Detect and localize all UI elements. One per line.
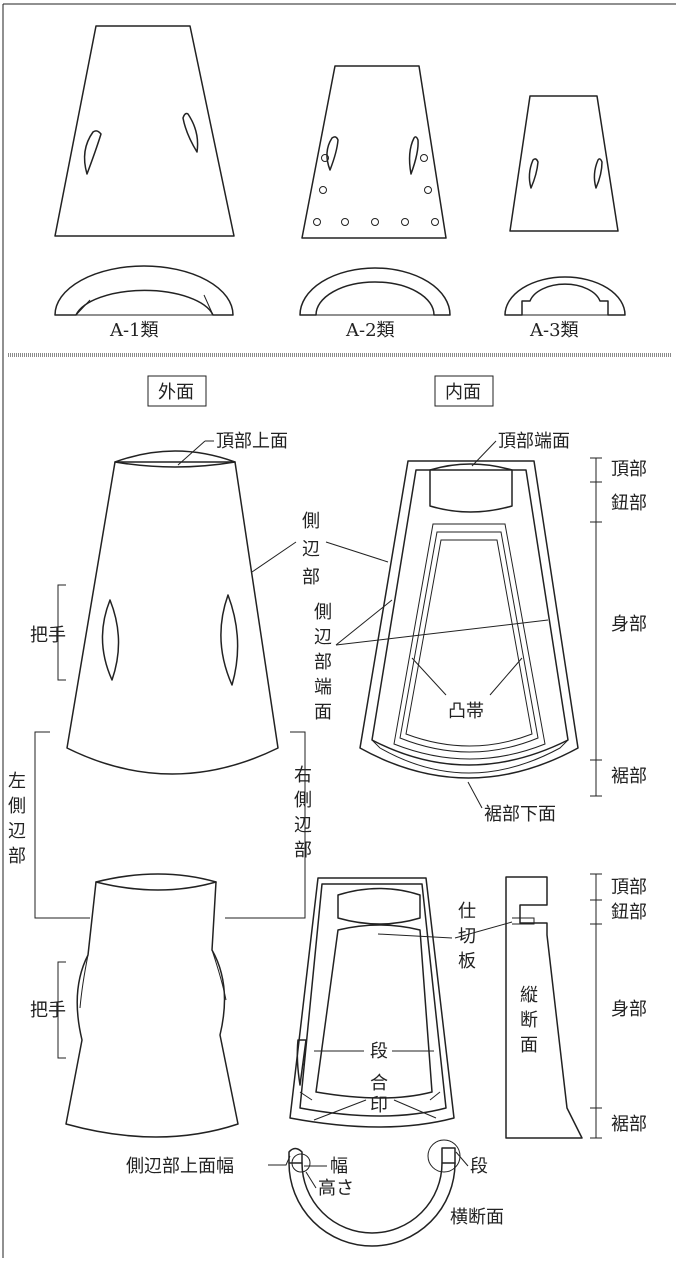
type-a3-label: A-3類	[529, 320, 579, 341]
svg-text:印: 印	[370, 1095, 388, 1116]
side-end-leader-b	[335, 619, 549, 646]
label-longitudinal-section: 縦 断 面	[520, 985, 538, 1056]
longitudinal-section-figure	[505, 876, 583, 1139]
svg-text:切: 切	[458, 926, 476, 947]
zone-scale-upper	[590, 457, 602, 797]
header-inner-box	[434, 375, 494, 407]
skirt-bottom-leader	[467, 781, 483, 809]
label-height: 高さ	[318, 1178, 354, 1199]
label-handle-upper: 把手	[30, 625, 66, 646]
header-outer-box	[147, 375, 207, 407]
inner-view-figure	[359, 460, 579, 779]
svg-text:部: 部	[294, 840, 312, 861]
label-handle-lower: 把手	[30, 1000, 66, 1021]
svg-text:仕: 仕	[458, 901, 476, 922]
header-inner: 内面	[445, 382, 481, 403]
svg-text:側: 側	[314, 602, 332, 623]
svg-text:辺: 辺	[294, 815, 312, 836]
label-partition: 仕 切 板	[458, 901, 476, 972]
type-a3-figure	[504, 95, 626, 316]
label-width: 幅	[330, 1156, 348, 1177]
label-top-end-face: 頂部端面	[498, 431, 570, 452]
alignment-leader-left	[313, 1099, 367, 1121]
lower-side-view-figure	[65, 873, 239, 1138]
svg-text:辺: 辺	[314, 627, 332, 648]
side-part-leader-outer	[251, 541, 297, 573]
svg-text:面: 面	[520, 1035, 538, 1056]
type-a2-figure	[299, 65, 451, 316]
label-cross-section: 横断面	[450, 1207, 504, 1228]
zone-scale-lower	[590, 873, 602, 1139]
lower-inner-view-figure	[289, 877, 455, 1128]
convex-band-leader-left	[411, 657, 447, 696]
label-side-part: 側 辺 部	[302, 511, 320, 588]
svg-text:部: 部	[302, 567, 320, 588]
zone-lower-knob: 鈕部	[611, 902, 647, 923]
label-left-side: 左 側 辺 部	[8, 771, 26, 867]
handle-bracket	[57, 584, 66, 681]
partition-leader-section	[454, 921, 513, 939]
svg-text:辺: 辺	[8, 821, 26, 842]
svg-text:縦: 縦	[520, 985, 538, 1006]
type-a2-label: A-2類	[345, 320, 395, 341]
zone-upper-skirt: 裾部	[611, 766, 647, 787]
zone-upper-knob: 鈕部	[611, 493, 647, 514]
label-skirt-bottom: 裾部下面	[484, 804, 556, 825]
top-surface-leader	[177, 440, 206, 466]
side-end-leader-a	[335, 599, 393, 646]
svg-text:左: 左	[8, 771, 26, 792]
svg-text:面: 面	[314, 702, 332, 723]
zone-lower-top: 頂部	[611, 877, 647, 898]
zone-upper-body: 身部	[611, 614, 647, 635]
cross-section-figure	[288, 1139, 461, 1247]
svg-text:側: 側	[294, 790, 312, 811]
label-step: 段	[370, 1041, 388, 1062]
svg-text:合: 合	[370, 1073, 388, 1094]
partition-leader	[377, 933, 453, 939]
side-part-leader-inner	[325, 541, 389, 563]
type-a2-holes	[313, 154, 439, 226]
label-right-side: 右 側 辺 部	[294, 765, 312, 861]
svg-text:断: 断	[520, 1010, 538, 1031]
type-a1-label: A-1類	[109, 320, 159, 341]
svg-text:右: 右	[294, 765, 312, 786]
height-leader	[305, 1171, 317, 1189]
svg-text:板: 板	[458, 951, 476, 972]
header-outer: 外面	[158, 382, 194, 403]
svg-text:端: 端	[314, 677, 332, 698]
top-end-face-leader	[471, 440, 497, 467]
left-side-bracket	[34, 731, 90, 919]
right-side-bracket	[225, 731, 306, 919]
label-step-cross: 段	[470, 1156, 488, 1177]
outer-view-figure	[66, 450, 279, 775]
zone-lower-body: 身部	[611, 999, 647, 1020]
label-side-end-face: 側 辺 部 端 面	[314, 602, 332, 723]
label-side-top-width: 側辺部上面幅	[126, 1156, 234, 1177]
type-a1-figure	[54, 25, 235, 316]
svg-text:辺: 辺	[302, 539, 320, 560]
alignment-leader-right	[393, 1099, 437, 1119]
convex-band-leader-right	[489, 657, 523, 696]
side-top-width-leader	[268, 1155, 291, 1166]
zone-upper-top: 頂部	[611, 459, 647, 480]
handle-bracket-lower	[57, 961, 66, 1059]
svg-text:側: 側	[8, 796, 26, 817]
label-alignment-mark: 合 印	[370, 1073, 388, 1116]
step-cross-leader	[455, 1151, 469, 1167]
svg-text:部: 部	[8, 846, 26, 867]
svg-text:側: 側	[302, 511, 320, 532]
label-top-surface: 頂部上面	[216, 431, 288, 452]
svg-text:部: 部	[314, 652, 332, 673]
label-convex-band: 凸帯	[448, 701, 484, 722]
zone-lower-skirt: 裾部	[611, 1114, 647, 1135]
